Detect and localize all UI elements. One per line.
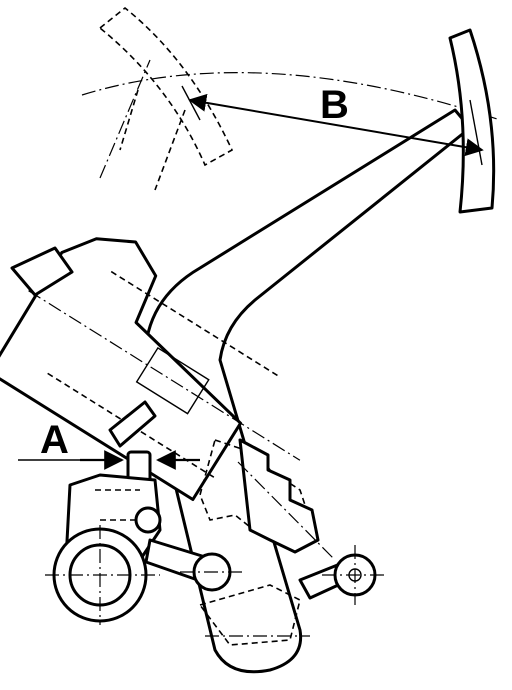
- stepped-housing: [238, 438, 320, 554]
- pivot-bolt-small: [134, 506, 162, 534]
- housing-centerline: [237, 461, 336, 561]
- pushrod-clevis: [108, 400, 157, 448]
- label-a: A: [40, 418, 69, 462]
- centerline-upper-left: [99, 59, 151, 179]
- label-b: B: [320, 83, 349, 127]
- pedal-arm: [143, 108, 472, 674]
- pedal-travel-arc: [81, 72, 501, 121]
- ghost-arm-right: [154, 109, 186, 191]
- dimension-b-arrow: [188, 93, 484, 157]
- dimension-b-leader-right: [469, 99, 483, 166]
- pedal-pad-depressed: [98, 6, 234, 167]
- arm-end-clevis: [198, 584, 301, 646]
- dimension-b-leader: [181, 85, 201, 121]
- lower-bracket: [199, 438, 311, 546]
- ghost-arm-left: [119, 89, 139, 151]
- reservoir-cap: [10, 246, 74, 297]
